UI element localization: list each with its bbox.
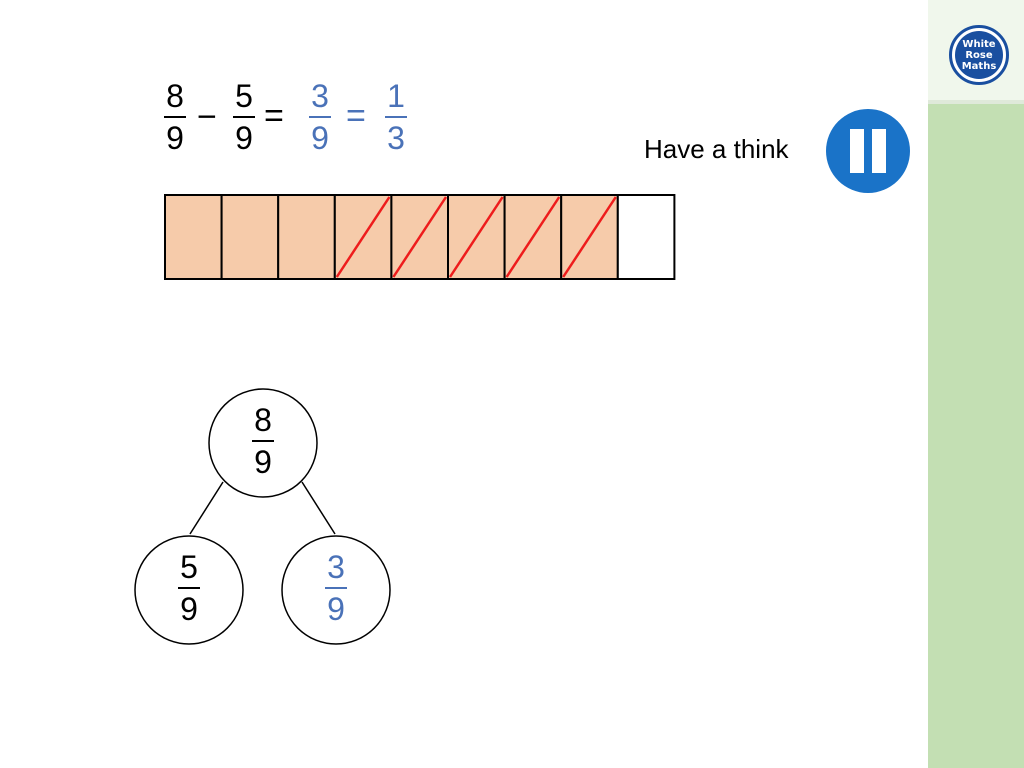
- fraction-bar: [385, 116, 407, 118]
- numerator: 5: [180, 549, 198, 585]
- fraction-bar: [252, 440, 274, 442]
- denominator: 3: [387, 120, 405, 156]
- fraction-three-ninths: 3 9: [309, 80, 331, 154]
- connector-left: [189, 481, 224, 535]
- denominator: 9: [254, 444, 272, 480]
- numerator: 8: [166, 78, 184, 114]
- whole-circle: [208, 388, 318, 498]
- whole-fraction: 8 9: [252, 404, 274, 478]
- fraction-bar: [178, 587, 200, 589]
- numerator: 8: [254, 402, 272, 438]
- denominator: 9: [327, 591, 345, 627]
- fraction-bar: [309, 116, 331, 118]
- equals-sign: =: [264, 97, 284, 135]
- have-a-think-label: Have a think: [644, 134, 789, 164]
- logo-line-1: White: [962, 38, 996, 50]
- minus-sign: −: [197, 98, 217, 136]
- white-rose-maths-logo: White Rose Maths: [949, 25, 1009, 85]
- cross-out-line: [505, 196, 561, 278]
- bar-cell-shaded: [164, 194, 223, 280]
- fraction-one-third: 1 3: [385, 80, 407, 154]
- part-fraction-left: 5 9: [178, 551, 200, 625]
- fraction-bar: [233, 116, 255, 118]
- denominator: 9: [180, 591, 198, 627]
- numerator: 1: [387, 78, 405, 114]
- denominator: 9: [235, 120, 253, 156]
- part-circle-left: [134, 535, 244, 645]
- bar-cell-empty: [616, 194, 676, 280]
- connector-right: [301, 481, 336, 535]
- part-fraction-right: 3 9: [325, 551, 347, 625]
- bar-cell-shaded: [277, 194, 336, 280]
- numerator: 3: [311, 78, 329, 114]
- pause-icon-bar-right: [872, 129, 886, 173]
- cross-out-line: [335, 196, 391, 278]
- sidebar-divider: [928, 100, 1024, 104]
- fraction-five-ninths: 5 9: [233, 80, 255, 154]
- logo-inner: White Rose Maths: [955, 31, 1003, 79]
- pause-icon-bar-left: [850, 129, 864, 173]
- equals-sign-answer: =: [346, 97, 366, 135]
- denominator: 9: [166, 120, 184, 156]
- cross-out-line: [392, 196, 448, 278]
- fraction-eight-ninths: 8 9: [164, 80, 186, 154]
- denominator: 9: [311, 120, 329, 156]
- numerator: 5: [235, 78, 253, 114]
- numerator: 3: [327, 549, 345, 585]
- bar-cell-shaded: [220, 194, 280, 280]
- cross-out-line: [562, 196, 617, 278]
- cross-out-line: [448, 196, 504, 278]
- logo-line-2: Rose: [965, 49, 993, 61]
- fraction-bar: [325, 587, 347, 589]
- fraction-bar: [164, 116, 186, 118]
- pause-button[interactable]: [826, 109, 910, 193]
- logo-line-3: Maths: [961, 60, 997, 72]
- part-circle-right: [281, 535, 391, 645]
